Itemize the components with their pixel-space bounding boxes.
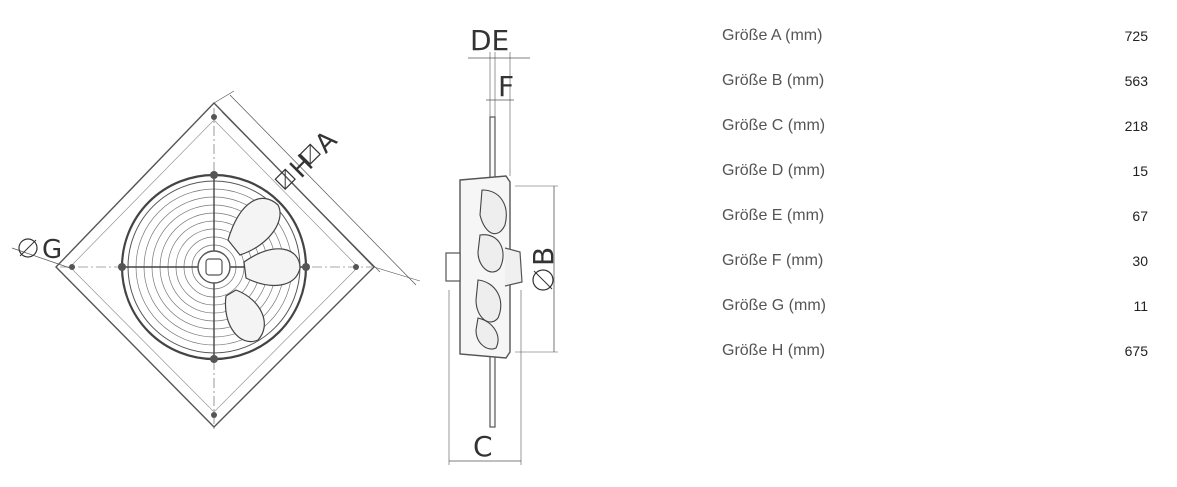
dimension-label: Größe E (mm) xyxy=(722,207,825,224)
table-row: Größe A (mm) 725 xyxy=(722,14,1148,59)
dimension-value: 218 xyxy=(1124,118,1148,135)
fan-blades xyxy=(224,197,301,343)
dimension-label: Größe F (mm) xyxy=(722,251,824,269)
dimension-label-c: C xyxy=(473,430,493,463)
front-view xyxy=(11,90,421,430)
dimension-value: 725 xyxy=(1124,28,1148,45)
table-row: Größe B (mm) 563 xyxy=(722,59,1148,104)
side-view-labels: DE F B C xyxy=(470,24,560,463)
dimension-label-b: B xyxy=(527,247,560,266)
dimension-label: Größe H (mm) xyxy=(722,341,826,359)
mounting-holes xyxy=(69,114,359,418)
dimension-value: 67 xyxy=(1132,208,1148,224)
dimension-label: Größe A (mm) xyxy=(722,27,823,45)
dimension-value: 15 xyxy=(1132,163,1148,180)
dimension-label-de: DE xyxy=(470,24,509,57)
table-row: Größe E (mm) 67 xyxy=(722,194,1148,239)
side-blades xyxy=(475,189,507,350)
dimension-label-a: A xyxy=(309,125,343,159)
side-view xyxy=(445,52,558,465)
front-view-labels: A H G xyxy=(18,125,343,265)
table-row: Größe D (mm) 15 xyxy=(722,149,1148,194)
dimension-label-f: F xyxy=(498,70,514,103)
dimension-label: Größe D (mm) xyxy=(722,162,826,180)
dimension-table: Größe A (mm) 725 Größe B (mm) 563 Größe … xyxy=(722,14,1148,373)
dimension-value: 675 xyxy=(1124,342,1148,359)
dimension-value: 30 xyxy=(1132,252,1148,269)
table-row: Größe C (mm) 218 xyxy=(722,104,1148,149)
table-row: Größe G (mm) 11 xyxy=(722,283,1148,328)
table-row: Größe H (mm) 675 xyxy=(722,328,1148,373)
dimension-value: 11 xyxy=(1133,297,1148,314)
dimension-label-h: H xyxy=(284,149,319,184)
dimension-label-g: G xyxy=(42,235,62,265)
dimension-label: Größe G (mm) xyxy=(722,296,826,314)
fan-dimension-drawing: A H G xyxy=(11,24,560,465)
side-hub xyxy=(445,252,461,282)
dimension-label: Größe C (mm) xyxy=(722,117,826,135)
table-row: Größe F (mm) 30 xyxy=(722,238,1148,283)
dimension-label: Größe B (mm) xyxy=(722,72,825,90)
dimension-value: 563 xyxy=(1124,73,1148,90)
